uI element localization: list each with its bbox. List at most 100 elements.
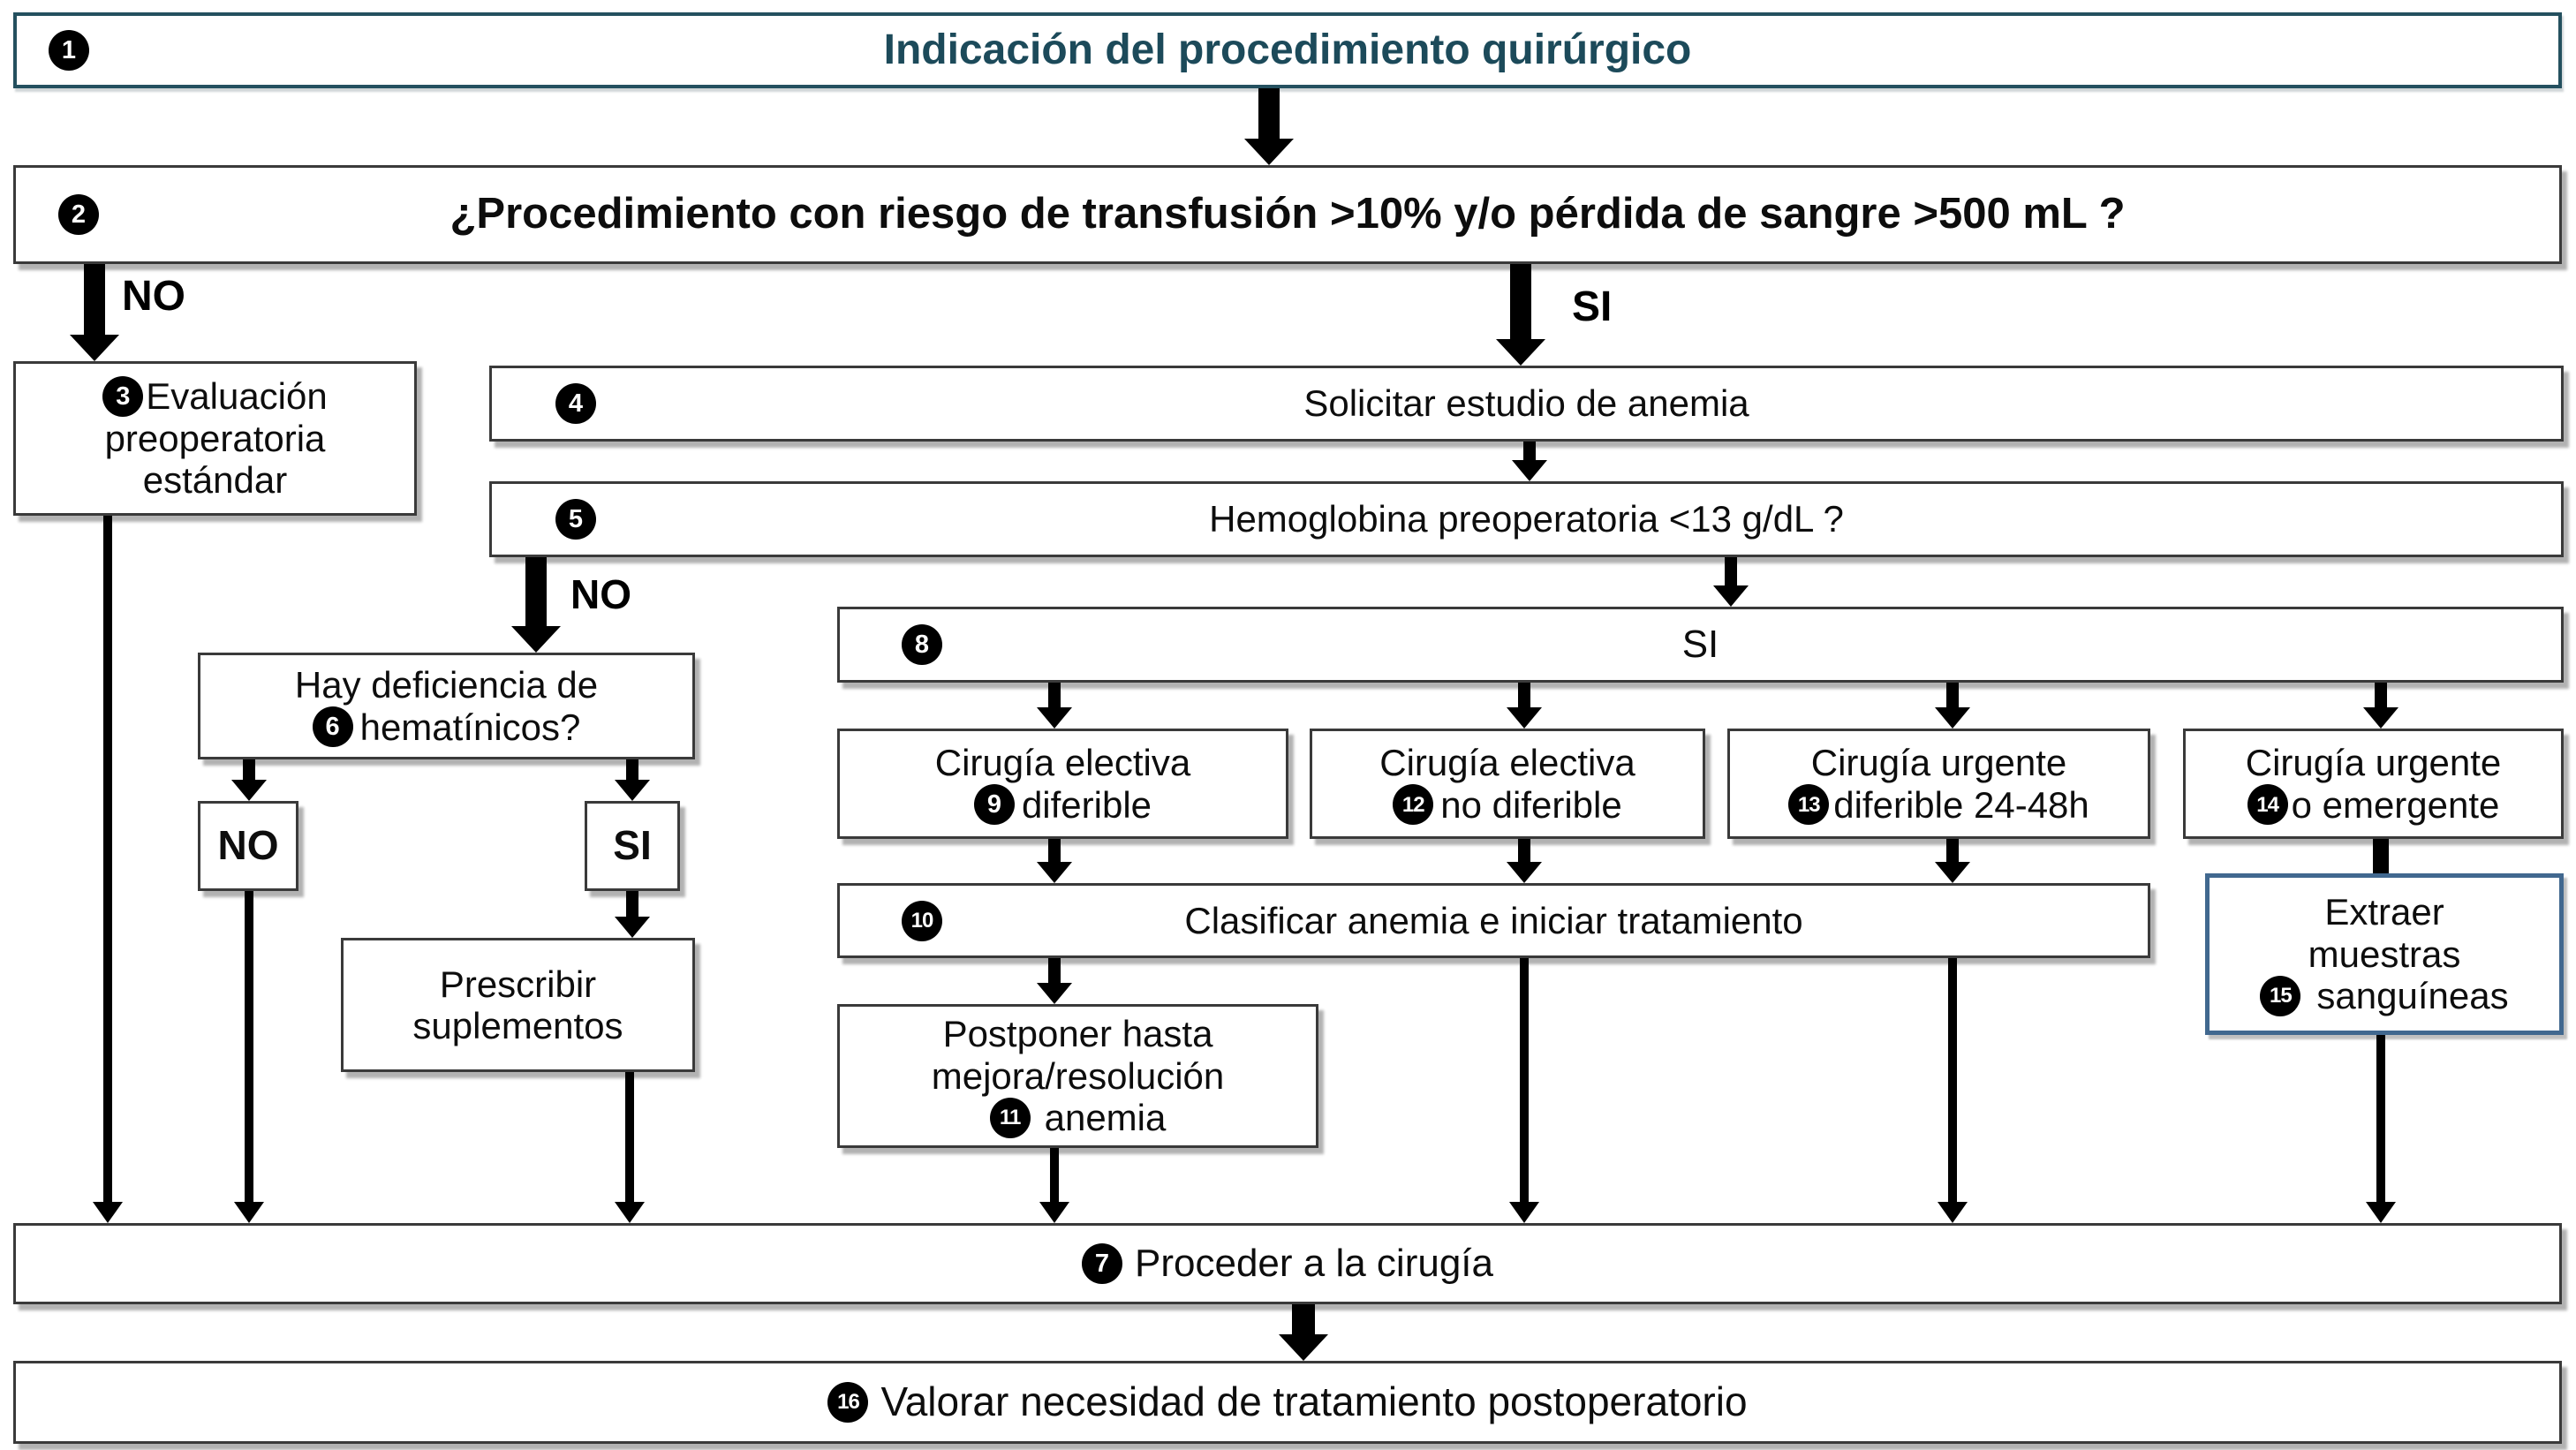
arrow-12-10-shaft	[1518, 839, 1530, 862]
step-badge-11: 11	[989, 1097, 1031, 1138]
arrow-12-10-head	[1507, 862, 1542, 883]
node-classify-anemia-label: Clasificar anemia e iniciar tratamiento	[1184, 899, 1803, 941]
line-15-7-head	[2366, 1202, 2396, 1223]
node-blood-samples-line3: sanguíneas	[2316, 975, 2509, 1017]
line-prescribe-7	[625, 1072, 634, 1204]
node-request-anemia-study-label: Solicitar estudio de anemia	[1303, 382, 1749, 425]
node-postop-treatment-label: Valorar necesidad de tratamiento postope…	[880, 1378, 1748, 1425]
arrow-8-9-shaft	[1048, 683, 1061, 707]
arrow-8-14-head	[2363, 707, 2398, 729]
arrow-13-10-head	[1935, 862, 1970, 883]
node-no-deficiency-label: NO	[217, 822, 279, 869]
arrow-8-13-shaft	[1946, 683, 1959, 707]
node-proceed-surgery: 7 Proceder a la cirugía	[13, 1223, 2562, 1304]
arrow-9-10-shaft	[1048, 839, 1061, 862]
arrow-7-16-head	[1279, 1334, 1328, 1361]
node-no-deficiency: NO	[198, 801, 298, 891]
line-3-7	[103, 516, 112, 1204]
node-request-anemia-study: 4 Solicitar estudio de anemia	[489, 366, 2564, 442]
arrow-no-hb-shaft	[525, 557, 547, 626]
arrow-si-prescribe-shaft	[626, 891, 638, 917]
line-15-7	[2376, 1035, 2385, 1204]
arrow-no-risk-shaft	[84, 264, 105, 335]
node-indication: 1 Indicación del procedimiento quirúrgic…	[13, 12, 2562, 88]
node-postpone-line3: anemia	[1044, 1097, 1167, 1139]
arrow-no-risk-head	[70, 335, 119, 361]
node-standard-evaluation-line1: Evaluación	[146, 375, 328, 418]
node-postpone-line2: mejora/resolución	[931, 1054, 1225, 1097]
step-badge-15: 15	[2260, 975, 2301, 1016]
line-12-7	[1520, 958, 1529, 1204]
node-hematinic-deficiency-line1: Hay deficiencia de	[294, 664, 599, 706]
step-badge-7: 7	[1082, 1243, 1122, 1284]
node-urgent-deferrable-line2: diferible 24-48h	[1833, 783, 2089, 826]
node-classify-anemia: 10 Clasificar anemia e iniciar tratamien…	[837, 883, 2150, 958]
line-prescribe-7-head	[615, 1202, 645, 1223]
step-badge-5: 5	[555, 499, 596, 540]
arrow-7-16-shaft	[1292, 1304, 1315, 1336]
node-urgent-emergent-line1: Cirugía urgente	[2245, 742, 2502, 784]
line-14-15	[2373, 839, 2389, 873]
line-13-7-head	[1938, 1202, 1968, 1223]
node-si-deficiency-label: SI	[613, 822, 652, 869]
arrow-6-si-head	[615, 780, 650, 801]
node-postpone-line1: Postponer hasta	[942, 1013, 1213, 1055]
node-hemoglobin-question-label: Hemoglobina preoperatoria <13 g/dL ?	[1209, 498, 1844, 540]
node-blood-samples: Extraer muestras 15 sanguíneas	[2205, 873, 2564, 1035]
node-hemoglobin-question: 5 Hemoglobina preoperatoria <13 g/dL ?	[489, 481, 2564, 557]
line-12-7-head	[1509, 1202, 1539, 1223]
step-badge-3: 3	[102, 376, 144, 418]
label-si-risk: SI	[1572, 283, 1613, 330]
arrow-6-no-shaft	[243, 759, 255, 780]
arrow-si-hb-shaft	[1725, 557, 1737, 585]
arrow-si-risk-shaft	[1510, 264, 1531, 339]
node-risk-question: 2 ¿Procedimiento con riesgo de transfusi…	[13, 165, 2562, 264]
step-badge-10: 10	[902, 900, 942, 941]
node-elective-non-deferrable-line2: no diferible	[1440, 783, 1622, 826]
node-blood-samples-line1: Extraer	[2324, 891, 2444, 933]
line-no-7-head	[234, 1202, 264, 1223]
node-hematinic-deficiency-line2: hematínicos?	[359, 706, 581, 748]
node-prescribe-supplements: Prescribir suplementos	[341, 938, 695, 1072]
arrow-8-14-shaft	[2375, 683, 2387, 707]
arrow-si-prescribe-head	[615, 917, 650, 938]
arrow-8-12-head	[1507, 707, 1542, 729]
node-prescribe-supplements-line2: suplementos	[412, 1005, 623, 1046]
node-postop-treatment: 16 Valorar necesidad de tratamiento post…	[13, 1361, 2562, 1444]
arrow-10-11-shaft	[1048, 958, 1061, 983]
arrow-13-10-shaft	[1946, 839, 1959, 862]
arrow-8-9-head	[1037, 707, 1072, 729]
node-proceed-surgery-label: Proceder a la cirugía	[1135, 1242, 1493, 1286]
step-badge-12: 12	[1393, 784, 1434, 826]
step-badge-1: 1	[49, 30, 89, 71]
step-badge-4: 4	[555, 383, 596, 424]
node-urgent-emergent-line2: o emergente	[2291, 783, 2500, 826]
node-blood-samples-line2: muestras	[2308, 933, 2461, 975]
node-elective-non-deferrable-line1: Cirugía electiva	[1379, 742, 1635, 784]
arrow-1-2-head	[1244, 139, 1294, 165]
line-no-7	[245, 891, 253, 1204]
step-badge-14: 14	[2247, 784, 2288, 826]
arrow-4-5-shaft	[1523, 442, 1536, 462]
arrow-si-risk-head	[1496, 339, 1545, 366]
arrow-8-13-head	[1935, 707, 1970, 729]
node-elective-deferrable-line2: diferible	[1021, 783, 1152, 826]
step-badge-2: 2	[58, 194, 99, 235]
line-3-7-head	[93, 1202, 123, 1223]
arrow-6-no-head	[231, 780, 267, 801]
node-standard-evaluation-line2: preoperatoria	[104, 417, 326, 459]
node-risk-question-label: ¿Procedimiento con riesgo de transfusión…	[449, 190, 2126, 238]
node-si-deficiency: SI	[585, 801, 680, 891]
line-11-7-head	[1039, 1202, 1069, 1223]
arrow-8-12-shaft	[1518, 683, 1530, 707]
label-no-risk: NO	[122, 273, 185, 320]
node-urgent-deferrable-line1: Cirugía urgente	[1810, 742, 2067, 784]
node-elective-deferrable-line1: Cirugía electiva	[934, 742, 1191, 784]
step-badge-6: 6	[312, 706, 353, 748]
arrow-6-si-shaft	[626, 759, 638, 780]
